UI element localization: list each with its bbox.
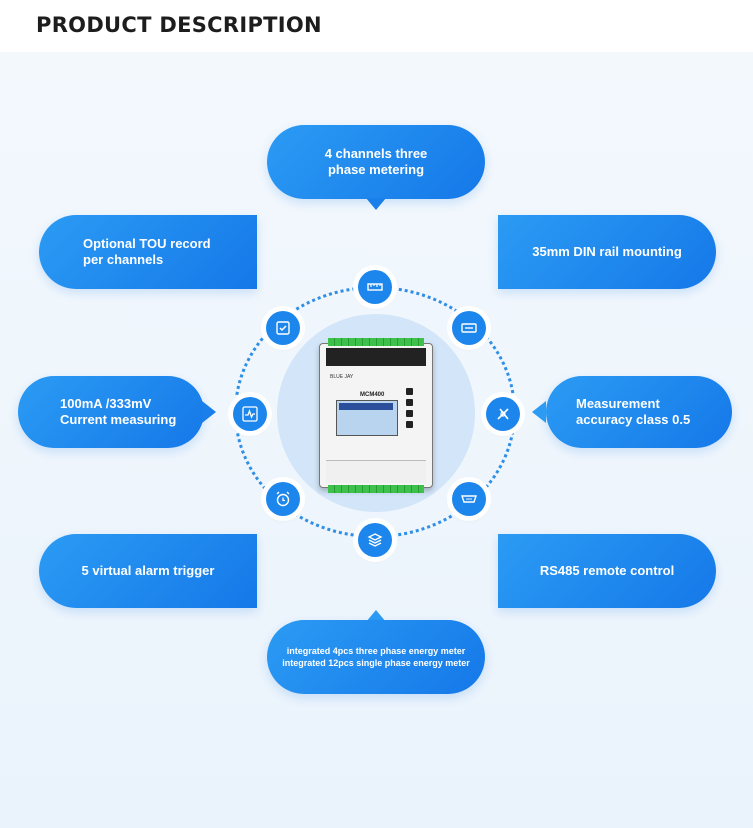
bubble-tail	[366, 198, 386, 210]
energy-meter-device: BLUE JAY MCM400	[319, 338, 433, 493]
page-title: PRODUCT DESCRIPTION	[36, 13, 322, 37]
alarm-clock-icon	[266, 482, 300, 516]
feature-top-right-text: 35mm DIN rail mounting	[532, 244, 682, 259]
terminal-label-strip	[326, 348, 426, 366]
feature-bottom-right-text: RS485 remote control	[539, 563, 675, 578]
feature-mid-right-text: Measurement accuracy class 0.5	[576, 396, 691, 427]
device-model: MCM400	[360, 392, 385, 398]
feature-mid-left-text: 100mA /333mV Current measuring	[60, 396, 177, 427]
bubble-tail	[202, 401, 216, 423]
header: PRODUCT DESCRIPTION	[0, 0, 753, 52]
serial-port-icon	[452, 482, 486, 516]
checklist-icon	[266, 311, 300, 345]
feature-bottom-left-bubble: 5 virtual alarm trigger	[39, 534, 257, 608]
device-brand: BLUE JAY	[330, 374, 354, 380]
bubble-tail	[532, 401, 546, 423]
feature-bottom-right-bubble: RS485 remote control	[498, 534, 716, 608]
feature-mid-left-bubble: 100mA /333mV Current measuring	[18, 376, 204, 448]
layers-icon	[358, 523, 392, 557]
feature-bottom-text-2: integrated 12pcs single phase energy met…	[282, 658, 470, 668]
feature-top-bubble: 4 channels three phase metering	[267, 125, 485, 199]
din-rail-icon	[452, 311, 486, 345]
ruler-icon	[358, 270, 392, 304]
feature-top-right-bubble: 35mm DIN rail mounting	[498, 215, 716, 289]
feature-bottom-text-1: integrated 4pcs three phase energy meter	[286, 646, 466, 656]
terminal-block-bottom	[328, 485, 424, 493]
device-lcd	[336, 400, 398, 436]
pulse-icon	[233, 397, 267, 431]
feature-bottom-bubble: integrated 4pcs three phase energy meter…	[267, 620, 485, 694]
feature-top-left-text: Optional TOU record per channels	[83, 236, 211, 267]
feature-top-text: 4 channels three phase metering	[324, 146, 428, 177]
feature-mid-right-bubble: Measurement accuracy class 0.5	[546, 376, 732, 448]
terminal-label-strip-bottom	[326, 460, 426, 483]
feature-top-left-bubble: Optional TOU record per channels	[39, 215, 257, 289]
feature-bottom-left-text: 5 virtual alarm trigger	[81, 563, 215, 578]
accuracy-icon	[486, 397, 520, 431]
device-buttons	[406, 388, 414, 432]
terminal-block-top	[328, 338, 424, 346]
bubble-tail	[366, 610, 386, 622]
